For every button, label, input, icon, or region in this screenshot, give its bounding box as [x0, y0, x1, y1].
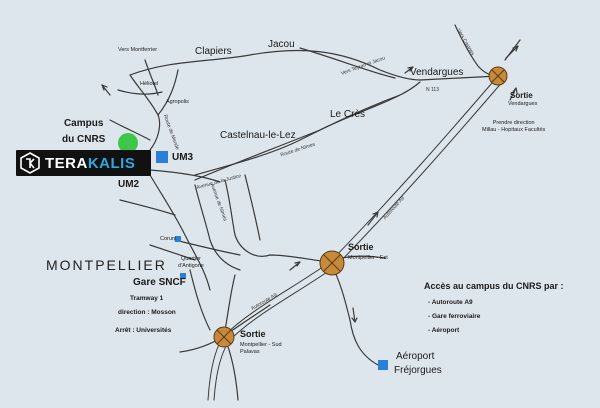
- label-quartier-antigone: Quartier d'Antigone: [178, 256, 204, 269]
- aeroport-marker: [378, 360, 388, 370]
- label-castelnau: Castelnau-le-Lez: [220, 130, 296, 141]
- exit-mtp-sud-marker: [213, 326, 235, 348]
- label-gare-title: Gare SNCF: [133, 277, 186, 288]
- label-aeroport-title: Aéroport: [396, 351, 435, 362]
- label-vers-montferrier: Vers Montferrier: [118, 47, 158, 53]
- acces-item: - Gare ferroviaire: [428, 313, 481, 320]
- label-exit-mtp-sud-sub: Montpellier - Sud Palavas: [240, 342, 282, 356]
- logo-text: TERAKALIS: [45, 154, 136, 172]
- label-um3: UM3: [172, 152, 194, 163]
- um3-marker: [156, 151, 168, 163]
- campus-cnrs-dot: [118, 133, 138, 153]
- label-le-cres: Le Crès: [330, 109, 366, 120]
- road-teyran: [299, 47, 396, 79]
- acces-title: Accès au campus du CNRS par :: [424, 281, 564, 291]
- label-jacou: Jacou: [268, 39, 295, 50]
- label-gare-arret: Arrêt : Universités: [115, 327, 172, 334]
- terakalis-hex-icon: [20, 152, 40, 174]
- acces-item: - Aéroport: [428, 327, 460, 334]
- label-vendargues: Vendargues: [410, 67, 464, 78]
- acces-item: - Autoroute A9: [428, 299, 473, 306]
- terakalis-logo: TERAKALIS: [16, 150, 151, 176]
- label-exit-mtp-sud-title: Sortie: [240, 329, 266, 339]
- gare-marker: [180, 273, 186, 279]
- road-north: [129, 49, 499, 81]
- exit-vendargues-marker: [488, 66, 508, 86]
- label-gare-tram: Tramway 1: [130, 295, 164, 302]
- label-clapiers: Clapiers: [195, 46, 232, 57]
- road-nimes-west: [149, 169, 221, 183]
- label-exit-vendargues-title: Sortie: [510, 91, 533, 100]
- label-n113: N 113: [426, 87, 439, 93]
- label-gare-direction: direction : Mosson: [118, 309, 176, 316]
- label-prendre-direction: Prendre direction Millau - Hopitaux Facu…: [482, 120, 546, 134]
- label-exit-vendargues-sub: Vendargues: [508, 101, 538, 107]
- label-um2: UM2: [118, 179, 140, 190]
- label-campus-cnrs: Campus du CNRS: [62, 118, 106, 145]
- label-corum: Corum: [160, 236, 177, 242]
- label-exit-mtp-est-sub: Montpellier - Est: [348, 255, 388, 261]
- label-heliotel: Héliotel: [140, 81, 159, 87]
- label-montpellier: MONTPELLIER: [46, 257, 167, 273]
- corum-marker: [175, 236, 181, 242]
- label-exit-mtp-est-title: Sortie: [348, 242, 374, 252]
- exit-mtp-est-marker: [319, 250, 345, 276]
- label-aeroport-sub: Fréjorgues: [394, 365, 442, 376]
- road-castelnau: [194, 94, 401, 176]
- autoroute-a9: [207, 75, 505, 401]
- label-agropolis: Agropolis: [166, 99, 189, 105]
